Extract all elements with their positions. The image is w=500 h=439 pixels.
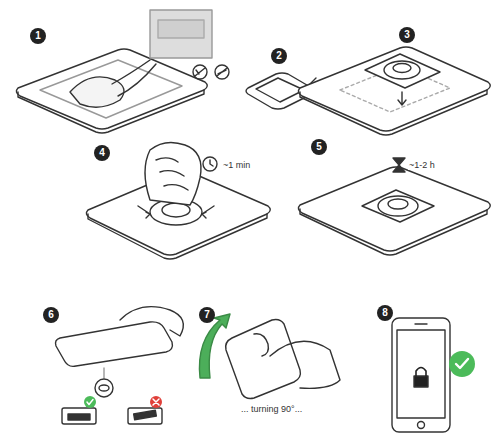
callout-number: 1 bbox=[35, 31, 41, 41]
phone-turn bbox=[199, 314, 340, 399]
callout-circle: 7 bbox=[199, 307, 215, 323]
phone-attach bbox=[56, 307, 184, 424]
callout-circle: 5 bbox=[311, 139, 327, 155]
callout-number: 4 bbox=[99, 148, 105, 158]
callout-circle: 3 bbox=[399, 27, 415, 43]
time-label: ~1-2 h bbox=[408, 160, 436, 170]
callout-number: 2 bbox=[276, 51, 282, 61]
callout-circle: 6 bbox=[43, 307, 59, 323]
callout-number: 5 bbox=[316, 142, 322, 152]
phone-press bbox=[86, 142, 270, 259]
callout-circle: 8 bbox=[377, 305, 393, 321]
callout-number: 3 bbox=[404, 30, 410, 40]
time-label: ~1 min bbox=[222, 160, 251, 170]
instruction-note: ... turning 90°... bbox=[240, 404, 303, 414]
callout-circle: 2 bbox=[271, 48, 287, 64]
phone-wait bbox=[298, 158, 490, 255]
callout-circle: 1 bbox=[30, 28, 46, 44]
callout-number: 7 bbox=[204, 310, 210, 320]
callout-circle: 4 bbox=[94, 145, 110, 161]
callout-number: 6 bbox=[48, 310, 54, 320]
callout-number: 8 bbox=[382, 308, 388, 318]
phone-wipe bbox=[16, 10, 229, 133]
phone-place-mount bbox=[298, 47, 490, 135]
phone-locked bbox=[392, 318, 475, 432]
